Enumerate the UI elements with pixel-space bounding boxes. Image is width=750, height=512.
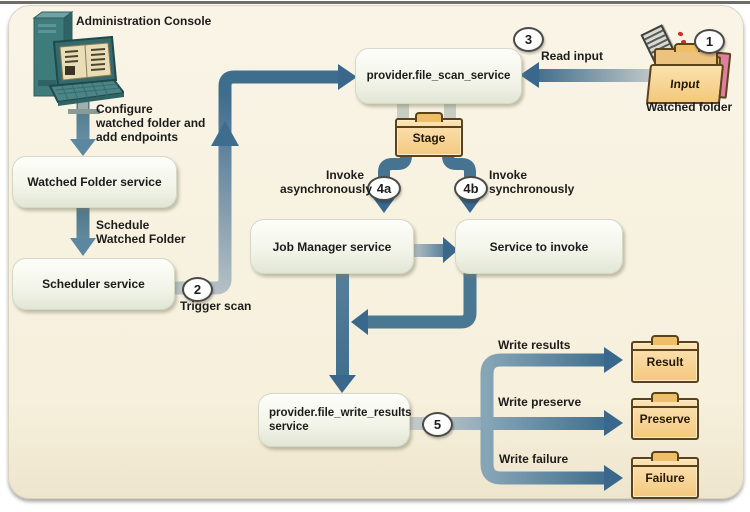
folder-label: Result xyxy=(646,355,684,369)
label-invoke-sync: Invoke synchronously xyxy=(489,168,574,196)
node-file-scan-service: provider.file_scan_service xyxy=(355,48,522,104)
pipe-write-branch xyxy=(480,347,623,491)
label-write-results: Write results xyxy=(498,338,571,352)
node-label-line1: provider.file_write_results xyxy=(269,407,412,419)
pipe-read-input xyxy=(520,62,658,88)
label-line: Invoke xyxy=(489,168,528,182)
folder-failure: Failure xyxy=(631,457,699,499)
label-line: watched folder and xyxy=(96,116,206,130)
label-line: synchronously xyxy=(489,182,575,196)
step-number: 5 xyxy=(433,417,442,432)
step-badge-2: 2 xyxy=(182,277,213,302)
label-write-failure: Write failure xyxy=(499,452,569,466)
label-line: Configure xyxy=(96,102,153,116)
node-watched-folder-service: Watched Folder service xyxy=(12,156,177,208)
folder-input-watched: Input xyxy=(640,24,744,106)
label-schedule: Schedule Watched Folder xyxy=(96,218,186,246)
label-invoke-async: Invoke asynchronously xyxy=(280,168,373,196)
node-scheduler-service: Scheduler service xyxy=(12,258,175,310)
node-label: Watched Folder service xyxy=(27,175,162,189)
label-line: Schedule xyxy=(96,218,150,232)
label-line: Invoke xyxy=(325,168,364,182)
arrow-job-to-service xyxy=(413,237,458,263)
top-edge-line xyxy=(0,1,750,4)
step-number: 2 xyxy=(193,282,202,297)
step-badge-4b: 4b xyxy=(454,176,488,201)
step-badge-1: 1 xyxy=(694,29,725,54)
step-number: 3 xyxy=(524,32,533,47)
node-service-to-invoke: Service to invoke xyxy=(455,219,623,274)
label-write-preserve: Write preserve xyxy=(498,395,582,409)
node-file-write-results-service: provider.file_write_results service xyxy=(258,393,412,447)
label-read-input: Read input xyxy=(541,49,603,63)
folder-label: Preserve xyxy=(639,412,691,426)
node-label: Service to invoke xyxy=(489,239,589,254)
step-number: 4b xyxy=(463,181,479,196)
node-label: Scheduler service xyxy=(42,277,145,291)
input-folder-front: Input xyxy=(645,64,725,104)
connector-stage xyxy=(397,100,456,122)
step-number: 4a xyxy=(376,181,392,196)
node-job-manager-service: Job Manager service xyxy=(250,219,414,274)
label-line: asynchronously xyxy=(280,182,373,196)
step-badge-4a: 4a xyxy=(367,176,401,201)
folder-stage: Stage xyxy=(395,118,463,157)
label-line: add endpoints xyxy=(96,130,178,144)
pipe-trigger-scan xyxy=(174,64,357,295)
node-label: Job Manager service xyxy=(272,239,392,254)
label-line: Watched Folder xyxy=(96,232,186,246)
folder-preserve: Preserve xyxy=(631,398,699,440)
label-configure: Configure watched folder and add endpoin… xyxy=(96,102,205,144)
pipe-jobmanager-down xyxy=(329,272,356,393)
admin-console-title: Administration Console xyxy=(76,14,212,28)
step-badge-3: 3 xyxy=(513,27,544,52)
node-label: provider.file_scan_service xyxy=(366,70,511,82)
folder-label: Stage xyxy=(412,130,446,145)
pipe-service-down-left xyxy=(351,272,477,335)
label-watched-folder: Watched folder xyxy=(646,100,733,114)
admin-console-computer-icon xyxy=(32,11,124,114)
label-trigger-scan: Trigger scan xyxy=(180,299,252,313)
arrow-schedule xyxy=(70,206,96,256)
folder-label: Input xyxy=(669,77,701,91)
folder-label: Failure xyxy=(645,471,685,485)
step-badge-5: 5 xyxy=(422,412,453,437)
node-label-line2: service xyxy=(269,421,309,433)
step-number: 1 xyxy=(705,34,714,49)
folder-result: Result xyxy=(631,341,699,383)
